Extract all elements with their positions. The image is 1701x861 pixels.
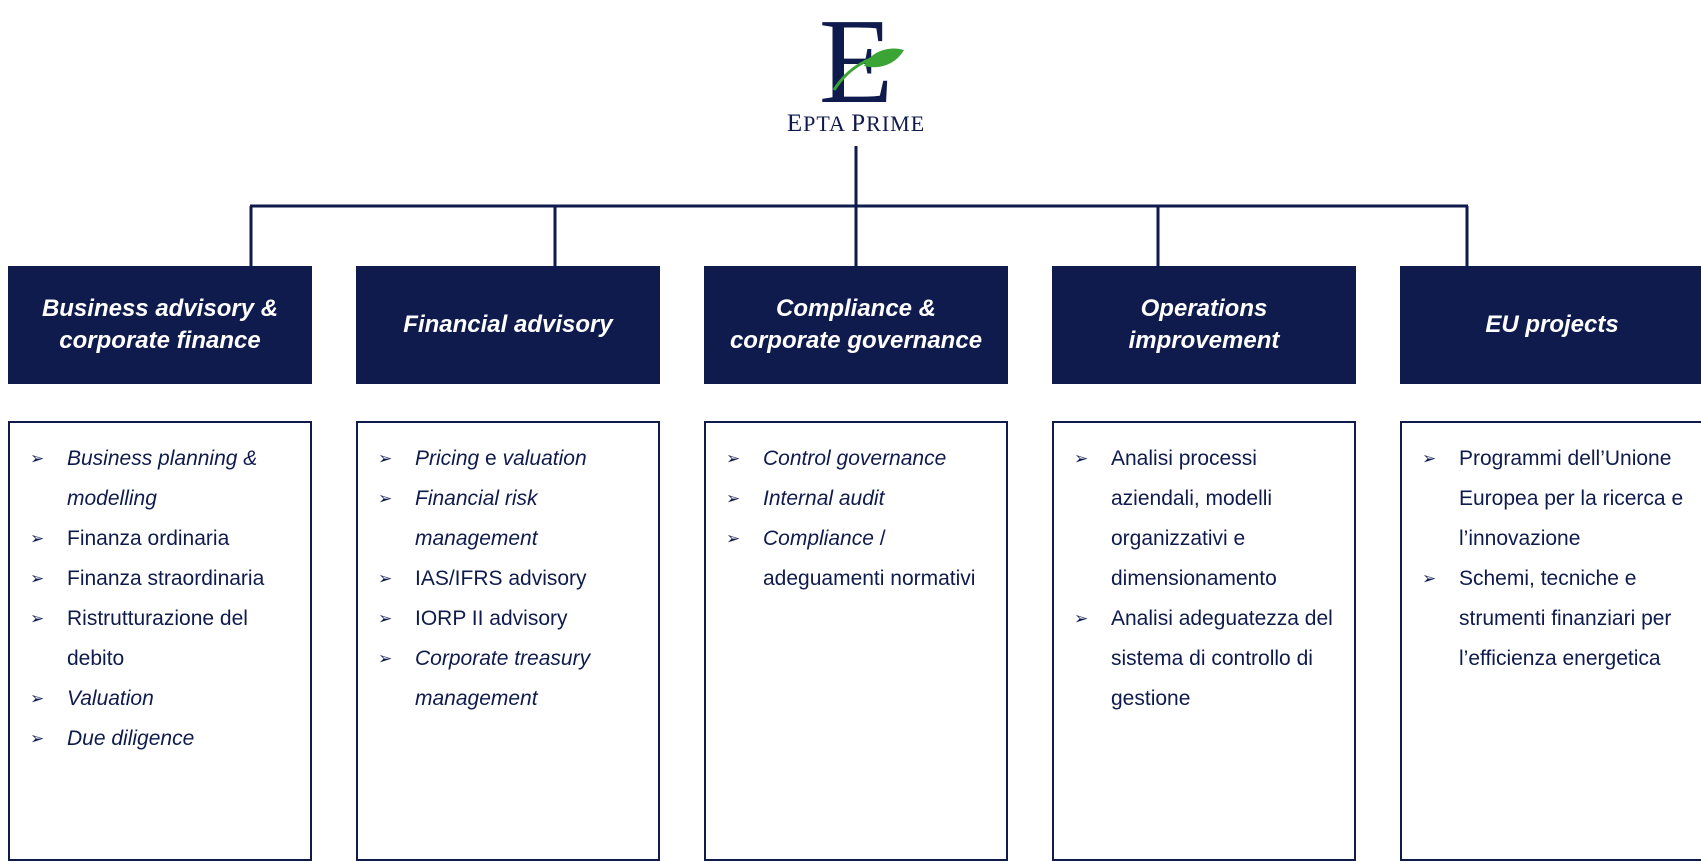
arrow-bullet-icon: ➢: [30, 529, 45, 548]
leaf-icon: [864, 48, 904, 68]
column-header-label: EU projects: [1485, 311, 1619, 338]
list-item-text: Financial risk management: [415, 487, 538, 550]
arrow-bullet-icon: ➢: [378, 569, 393, 588]
epta-prime-logo: E EPTA PRIME: [787, 8, 924, 138]
column-header-label: Operations improvement: [1128, 295, 1280, 354]
column-header-label: Business advisory & corporate finance: [41, 295, 279, 354]
list-item-text: Analisi processi aziendali, modelli orga…: [1111, 447, 1277, 590]
list-item-text: Compliance: [763, 527, 874, 550]
list-item: ➢ Internal audit: [726, 479, 996, 519]
list-item-text: Analisi adeguatezza del sistema di contr…: [1111, 607, 1333, 710]
column-header-5: EU projects: [1400, 266, 1701, 384]
column-content-box-2: ➢ Pricing e valuation ➢ Financial risk mana…: [356, 421, 660, 861]
list-item-text: Programmi dell’Unione Europea per la ric…: [1459, 447, 1684, 550]
arrow-bullet-icon: ➢: [726, 449, 741, 468]
arrow-bullet-icon: ➢: [1422, 569, 1437, 588]
list-item: ➢ Programmi dell’Unione Europea per la ri…: [1422, 439, 1692, 559]
arrow-bullet-icon: ➢: [726, 529, 741, 548]
service-list: ➢ Pricing e valuation ➢ Financial risk mana…: [358, 423, 658, 719]
list-item-text: IAS/IFRS advisory: [415, 567, 587, 590]
arrow-bullet-icon: ➢: [378, 649, 393, 668]
column-header-1: Business advisory & corporate finance: [8, 266, 312, 384]
column-header-3: Compliance & corporate governance: [704, 266, 1008, 384]
list-item-text: Finanza ordinaria: [67, 527, 230, 550]
column-content-box-4: ➢ Analisi processi aziendali, modelli org…: [1052, 421, 1356, 861]
column-header-2: Financial advisory: [356, 266, 660, 384]
logo-wordmark: EPTA PRIME: [786, 110, 926, 137]
list-item-text: Business planning & modelling: [67, 447, 258, 510]
arrow-bullet-icon: ➢: [1422, 449, 1437, 468]
arrow-bullet-icon: ➢: [1074, 609, 1089, 628]
list-item-text: Pricing: [415, 447, 480, 470]
column-content-box-3: ➢ Control governance ➢ Internal audit ➢ Compl…: [704, 421, 1008, 861]
list-item-text: Due diligence: [67, 727, 195, 750]
service-list: ➢ Programmi dell’Unione Europea per la ri…: [1402, 423, 1701, 679]
list-item-text: Valuation: [67, 687, 154, 710]
list-item: ➢ Corporate treasury management: [378, 639, 648, 719]
list-item-text: Finanza straordinaria: [67, 567, 265, 590]
org-connectors: [249, 146, 1469, 266]
arrow-bullet-icon: ➢: [726, 489, 741, 508]
list-item: ➢ Finanza straordinaria: [30, 559, 300, 599]
arrow-bullet-icon: ➢: [30, 729, 45, 748]
arrow-bullet-icon: ➢: [1074, 449, 1089, 468]
list-item: ➢ Control governance: [726, 439, 996, 479]
service-list: ➢ Business planning & modelling ➢ Finanza o…: [10, 423, 310, 759]
arrow-bullet-icon: ➢: [30, 609, 45, 628]
list-item-text: Internal audit: [763, 487, 885, 510]
service-list: ➢ Analisi processi aziendali, modelli org…: [1054, 423, 1354, 719]
list-item: ➢ Analisi adeguatezza del sistema di cont…: [1074, 599, 1344, 719]
arrow-bullet-icon: ➢: [378, 449, 393, 468]
column-header-4: Operations improvement: [1052, 266, 1356, 384]
list-item-text: Ristrutturazione del debito: [67, 607, 248, 670]
list-item: ➢ Business planning & modelling: [30, 439, 300, 519]
list-item: ➢ Analisi processi aziendali, modelli org…: [1074, 439, 1344, 599]
list-item: ➢ Ristrutturazione del debito: [30, 599, 300, 679]
list-item: ➢ Finanza ordinaria: [30, 519, 300, 559]
list-item: ➢ Financial risk management: [378, 479, 648, 559]
list-item: ➢ Schemi, tecniche e strumenti finanziari…: [1422, 559, 1692, 679]
column-header-label: Financial advisory: [403, 311, 613, 338]
arrow-bullet-icon: ➢: [30, 689, 45, 708]
arrow-bullet-icon: ➢: [378, 609, 393, 628]
arrow-bullet-icon: ➢: [30, 449, 45, 468]
list-item-text: Corporate treasury management: [415, 647, 591, 710]
column-content-box-1: ➢ Business planning & modelling ➢ Finanza o…: [8, 421, 312, 861]
service-list: ➢ Control governance ➢ Internal audit ➢ Compl…: [706, 423, 1006, 599]
list-item: ➢ IORP II advisory: [378, 599, 648, 639]
leaf-e-logo-icon: E: [819, 8, 904, 108]
column-header-label: Compliance & corporate governance: [729, 295, 983, 354]
list-item: ➢ Due diligence: [30, 719, 300, 759]
arrow-bullet-icon: ➢: [378, 489, 393, 508]
column-content-box-5: ➢ Programmi dell’Unione Europea per la ri…: [1400, 421, 1701, 861]
list-item: ➢ IAS/IFRS advisory: [378, 559, 648, 599]
list-item-text: IORP II advisory: [415, 607, 568, 630]
arrow-bullet-icon: ➢: [30, 569, 45, 588]
list-item: ➢ Pricing e valuation: [378, 439, 648, 479]
list-item: ➢ Valuation: [30, 679, 300, 719]
list-item: ➢ Compliance / adeguamenti normativi: [726, 519, 996, 599]
list-item-text: e: [479, 447, 503, 470]
list-item-text: Control governance: [763, 447, 947, 470]
list-item-text: valuation: [502, 447, 587, 470]
list-item-text: Schemi, tecniche e strumenti finanziari …: [1459, 567, 1672, 670]
list-item-text: / adeguamenti normativi: [763, 527, 976, 590]
